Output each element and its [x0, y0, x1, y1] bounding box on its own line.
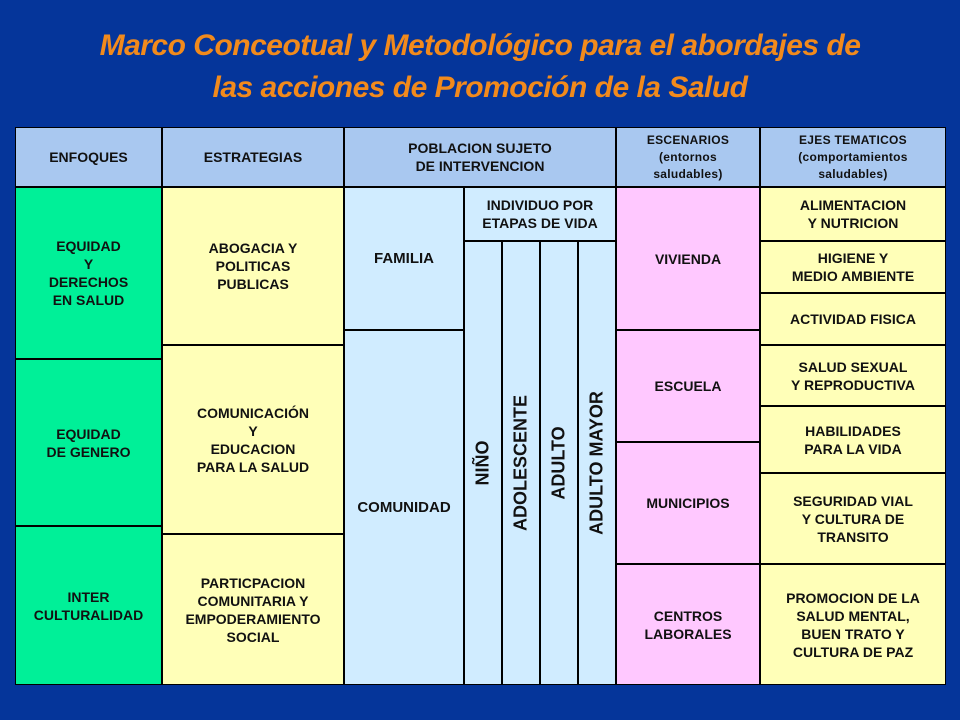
header-estrategias: ESTRATEGIAS — [162, 127, 344, 187]
poblacion-comunidad: COMUNIDAD — [344, 330, 464, 685]
etapa-nino-label: NIÑO — [472, 440, 493, 486]
header-poblacion: POBLACION SUJETO DE INTERVENCION — [344, 127, 616, 187]
eje-salud-sexual: SALUD SEXUAL Y REPRODUCTIVA — [760, 345, 946, 406]
title-line-2: las acciones de Promoción de la Salud — [212, 71, 748, 104]
escenario-vivienda: VIVIENDA — [616, 187, 760, 330]
eje-habilidades: HABILIDADES PARA LA VIDA — [760, 406, 946, 473]
etapa-adulto-mayor-label: ADULTO MAYOR — [586, 391, 607, 535]
estrategia-abogacia: ABOGACIA Y POLITICAS PUBLICAS — [162, 187, 344, 345]
estrategia-participacion: PARTICPACION COMUNITARIA Y EMPODERAMIENT… — [162, 534, 344, 685]
etapa-adulto-label: ADULTO — [548, 426, 569, 500]
enfoque-interculturalidad: INTER CULTURALIDAD — [15, 526, 162, 685]
eje-salud-mental: PROMOCION DE LA SALUD MENTAL, BUEN TRATO… — [760, 564, 946, 685]
eje-seguridad-vial: SEGURIDAD VIAL Y CULTURA DE TRANSITO — [760, 473, 946, 564]
eje-alimentacion: ALIMENTACION Y NUTRICION — [760, 187, 946, 241]
title-line-1: Marco Conceotual y Metodológico para el … — [99, 29, 861, 62]
enfoque-equidad-genero: EQUIDAD DE GENERO — [15, 359, 162, 526]
escenario-municipios: MUNICIPIOS — [616, 442, 760, 564]
header-enfoques: ENFOQUES — [15, 127, 162, 187]
poblacion-individuo: INDIVIDUO POR ETAPAS DE VIDA — [464, 187, 616, 241]
poblacion-familia: FAMILIA — [344, 187, 464, 330]
header-escenarios: ESCENARIOS (entornos saludables) — [616, 127, 760, 187]
eje-higiene: HIGIENE Y MEDIO AMBIENTE — [760, 241, 946, 293]
header-ejes: EJES TEMATICOS (comportamientos saludabl… — [760, 127, 946, 187]
etapa-adulto: ADULTO — [540, 241, 578, 685]
estrategia-comunicacion: COMUNICACIÓN Y EDUCACION PARA LA SALUD — [162, 345, 344, 534]
etapa-adolescente-label: ADOLESCENTE — [510, 394, 531, 532]
escenario-centros-laborales: CENTROS LABORALES — [616, 564, 760, 685]
escenario-escuela: ESCUELA — [616, 330, 760, 442]
eje-actividad-fisica: ACTIVIDAD FISICA — [760, 293, 946, 345]
etapa-nino: NIÑO — [464, 241, 502, 685]
etapa-adolescente: ADOLESCENTE — [502, 241, 540, 685]
etapa-adulto-mayor: ADULTO MAYOR — [578, 241, 616, 685]
enfoque-equidad-derechos: EQUIDAD Y DERECHOS EN SALUD — [15, 187, 162, 359]
